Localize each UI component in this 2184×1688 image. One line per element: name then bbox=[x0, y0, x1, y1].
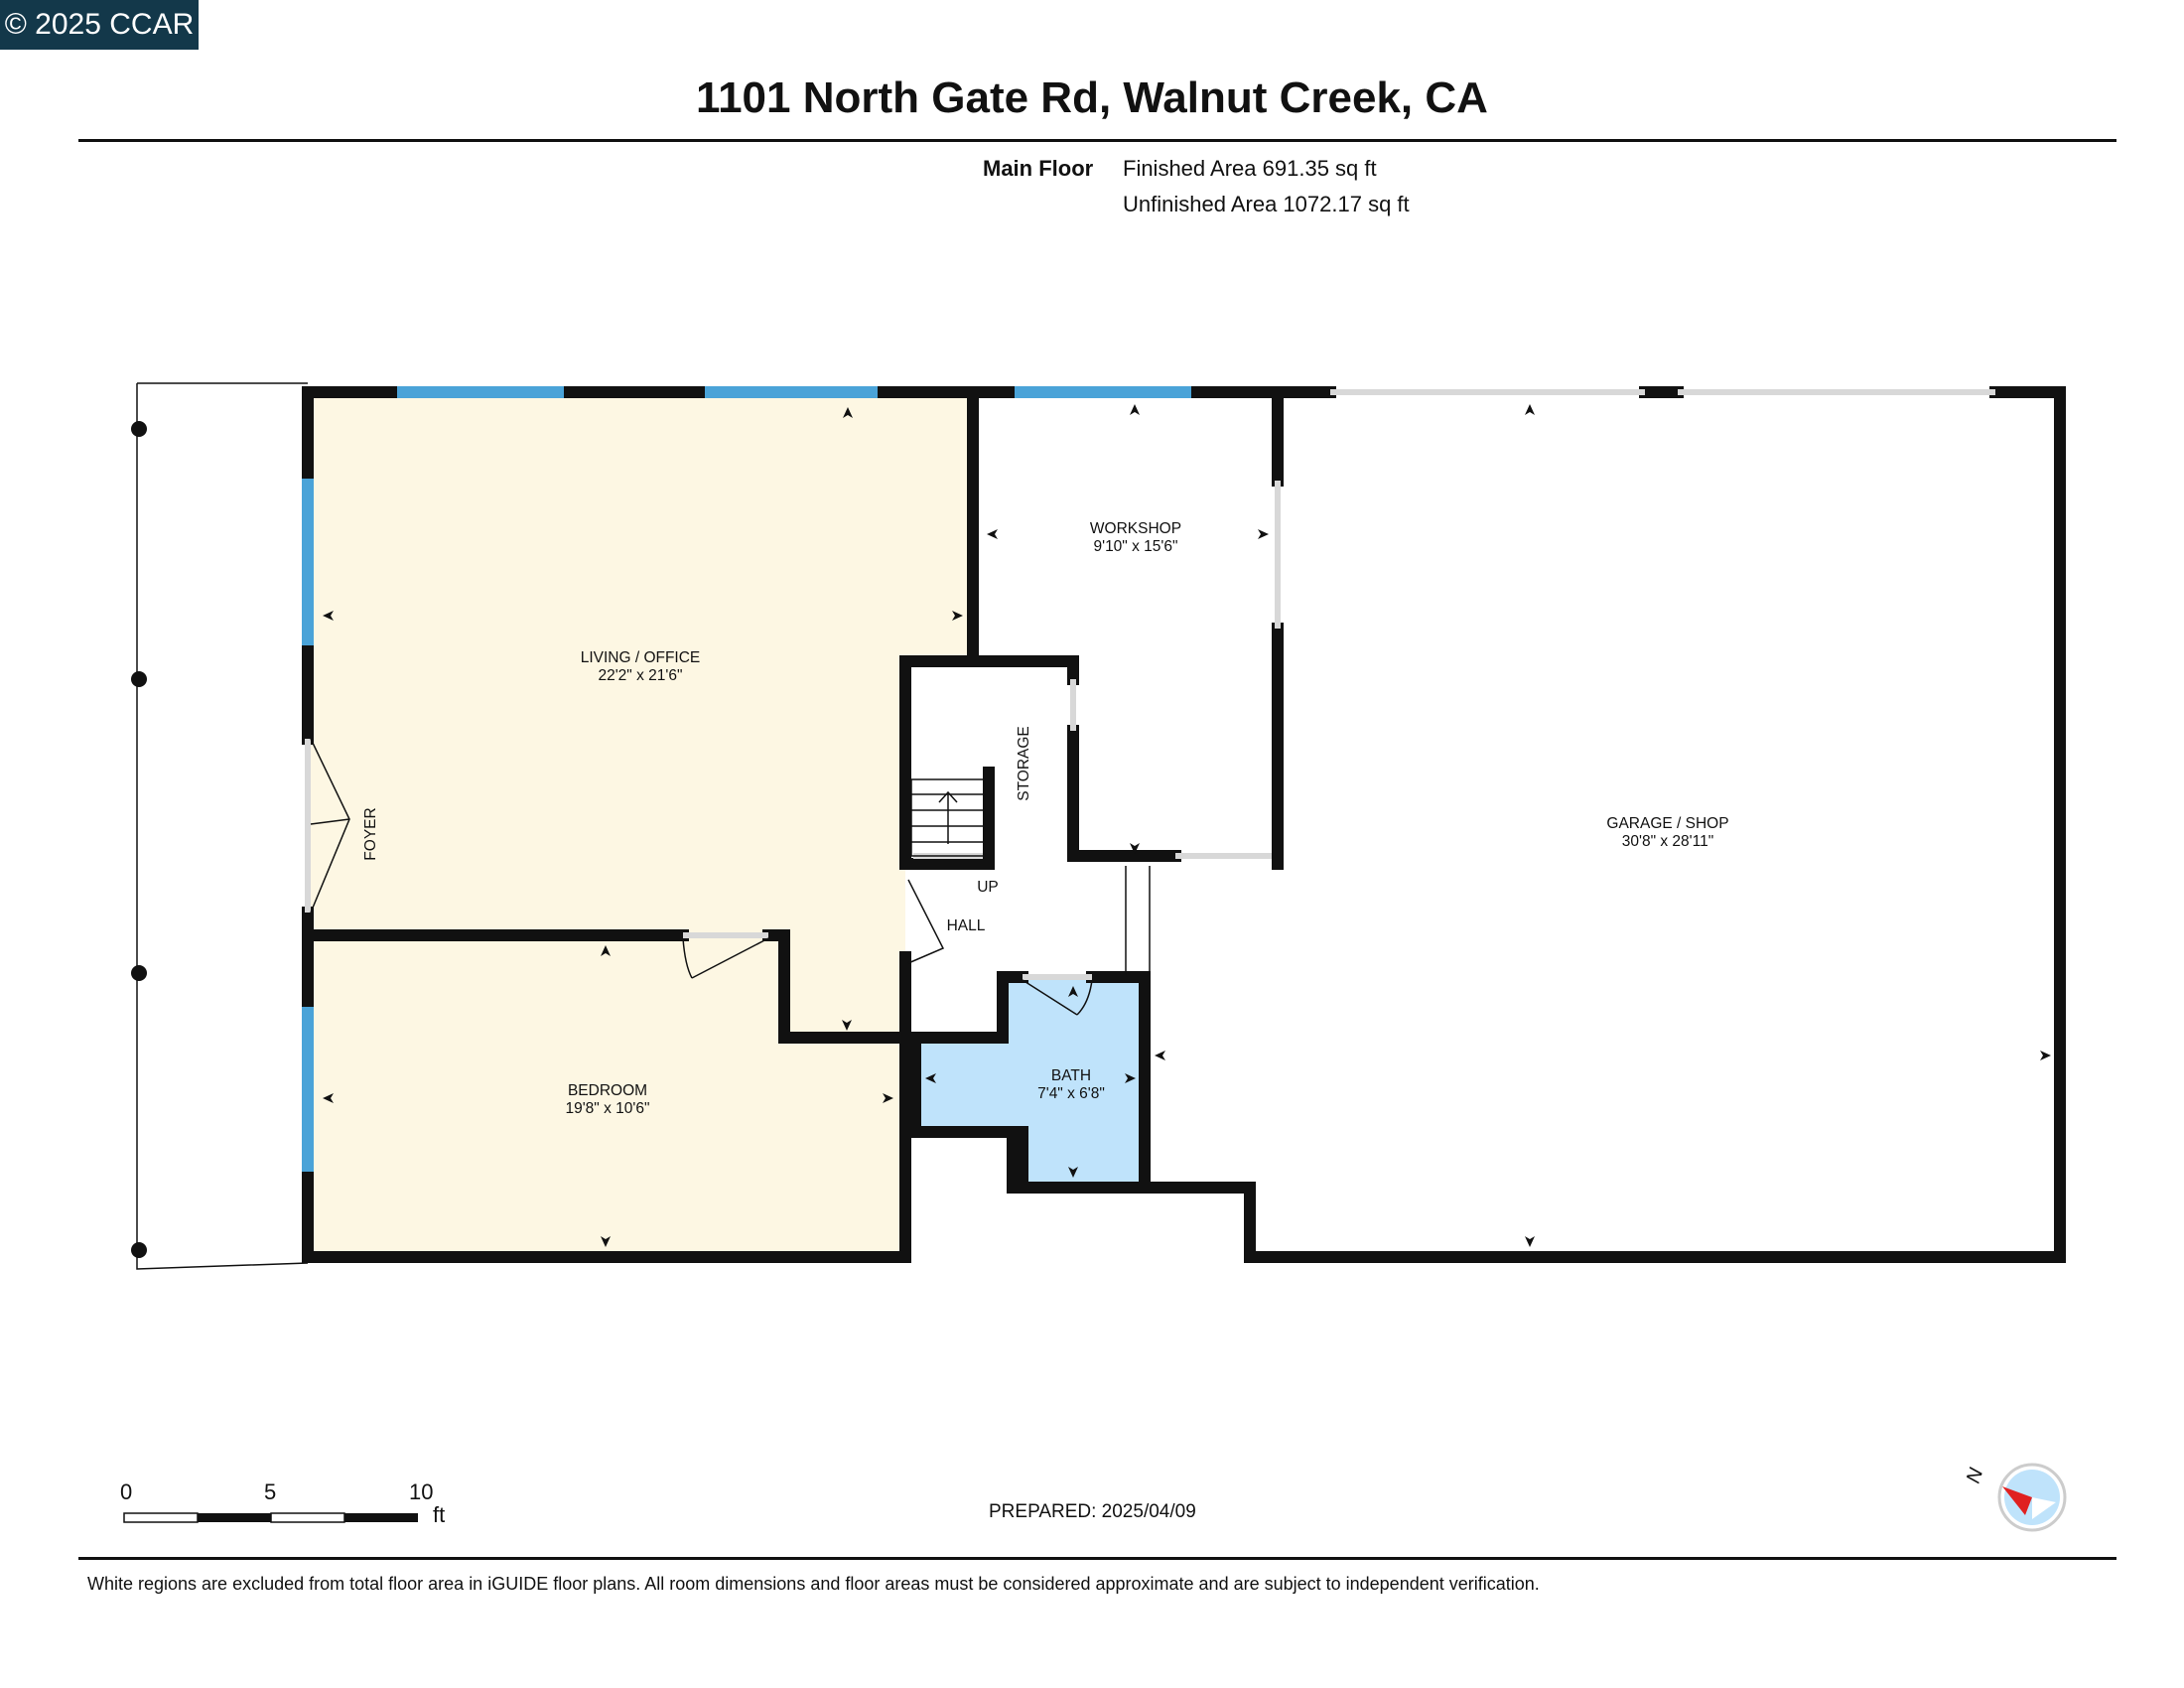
page-title: 1101 North Gate Rd, Walnut Creek, CA bbox=[696, 73, 1488, 122]
deck-outline bbox=[136, 382, 309, 1270]
scale-tick-5: 5 bbox=[264, 1479, 277, 1504]
living-office-dims: 22'2" x 21'6" bbox=[598, 667, 682, 684]
scale-tick-10: 10 bbox=[409, 1479, 434, 1504]
scale-bar bbox=[123, 1512, 418, 1523]
living-office-name: LIVING / OFFICE bbox=[581, 649, 701, 666]
door-swings bbox=[310, 738, 1093, 1016]
garage-shop-dims: 30'8" x 28'11" bbox=[1622, 833, 1713, 850]
floor-label: Main Floor bbox=[983, 156, 1094, 181]
workshop-dims: 9'10" x 15'6" bbox=[1093, 538, 1177, 555]
bath-name: BATH bbox=[1051, 1067, 1091, 1084]
scale-tick-0: 0 bbox=[120, 1479, 133, 1504]
storage-name: STORAGE bbox=[1016, 726, 1032, 801]
bedroom-fill bbox=[308, 935, 905, 1257]
bath-fill bbox=[915, 977, 1145, 1184]
foyer-name: FOYER bbox=[362, 807, 379, 860]
bedroom-name: BEDROOM bbox=[568, 1082, 647, 1099]
stairs-up-label: UP bbox=[977, 879, 999, 896]
area-summary: Finished Area 691.35 sq ft Unfinished Ar… bbox=[1123, 151, 1410, 222]
living-office-fill bbox=[308, 392, 973, 1038]
bedroom-dims: 19'8" x 10'6" bbox=[565, 1100, 649, 1117]
hall-opening bbox=[1125, 866, 1151, 975]
scale-unit: ft bbox=[433, 1502, 446, 1527]
copyright-badge: © 2025 CCAR bbox=[0, 0, 199, 50]
windows bbox=[302, 386, 1191, 1172]
footer-divider bbox=[78, 1557, 2116, 1560]
deck-posts bbox=[131, 421, 147, 1258]
dimension-markers bbox=[323, 404, 2051, 1247]
prepared-date: PREPARED: 2025/04/09 bbox=[989, 1501, 1196, 1522]
garage-shop-name: GARAGE / SHOP bbox=[1606, 815, 1728, 832]
workshop-name: WORKSHOP bbox=[1090, 520, 1181, 537]
compass-north-label: N bbox=[1963, 1465, 1988, 1485]
wall-block bbox=[905, 1038, 919, 1132]
bath-dims: 7'4" x 6'8" bbox=[1037, 1085, 1105, 1102]
disclaimer: White regions are excluded from total fl… bbox=[87, 1574, 1540, 1594]
hall-name: HALL bbox=[947, 917, 986, 934]
title-divider bbox=[78, 139, 2116, 142]
stairs bbox=[910, 778, 986, 857]
unfinished-area: Unfinished Area 1072.17 sq ft bbox=[1123, 192, 1410, 216]
compass: N bbox=[1963, 1463, 2067, 1532]
finished-area: Finished Area 691.35 sq ft bbox=[1123, 156, 1377, 181]
